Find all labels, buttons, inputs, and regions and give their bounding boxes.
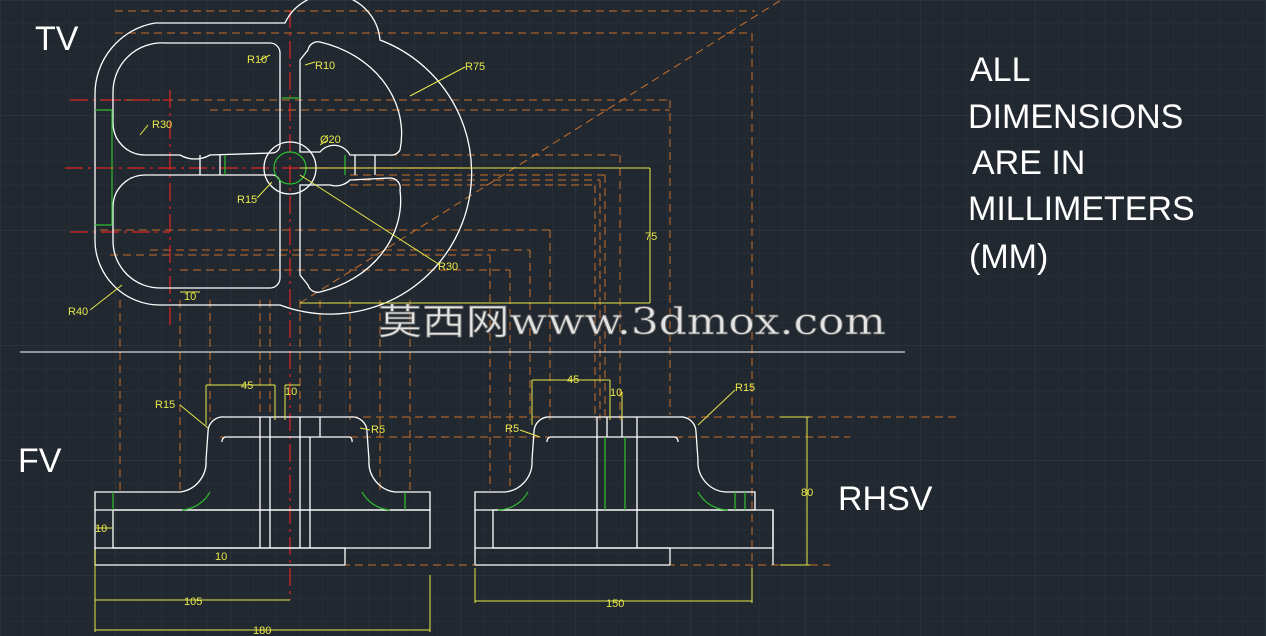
center-lines [65,10,470,600]
note-line-3: ARE IN [972,144,1085,182]
dim-sv-80: 80 [801,487,813,499]
dim-r30-b: R30 [438,261,458,273]
dim-r40: R40 [68,306,88,318]
dim-r15-top: R15 [237,194,257,206]
dim-10-top: 10 [184,291,196,303]
note-line-2: DIMENSIONS [968,98,1183,136]
dim-fv-10-base: 10 [215,551,227,563]
dim-d20: Ø20 [320,134,341,146]
dimension-lines [89,54,810,632]
front-view-hidden-lines [112,491,406,511]
dimension-labels: R10 R10 R75 R30 Ø20 R15 R30 R40 10 75 45… [68,54,813,636]
label-side-view: RHSV [838,480,933,518]
dim-fv-r15: R15 [155,399,175,411]
label-front-view: FV [18,442,62,480]
top-view [94,0,473,315]
side-view-hidden-lines [497,437,746,511]
dim-r75: R75 [465,61,485,73]
note-line-4: MILLIMETERS [968,190,1195,228]
dim-sv-150: 150 [606,598,624,610]
dimension-note: ALL DIMENSIONS ARE IN MILLIMETERS (MM) [968,51,1195,276]
dim-fv-r5: R5 [371,424,385,436]
dim-sv-r5: R5 [505,423,519,435]
dim-75: 75 [645,231,657,243]
dim-fv-105: 105 [184,596,202,608]
dim-fv-10-left: 10 [95,523,107,535]
note-line-1: ALL [970,51,1031,89]
dim-sv-r15: R15 [735,382,755,394]
dim-sv-45: 45 [567,374,579,386]
dim-r30-a: R30 [152,119,172,131]
dim-r10-a: R10 [247,54,267,66]
dim-fv-180: 180 [253,625,271,636]
dim-r10-b: R10 [315,60,335,72]
dim-sv-10: 10 [610,387,622,399]
dim-fv-45: 45 [241,380,253,392]
dim-fv-10: 10 [285,386,297,398]
note-line-5: (MM) [969,238,1048,276]
watermark-text: 莫西网www.3dmox.com [378,302,886,343]
label-top-view: TV [35,20,79,58]
side-view [474,416,774,566]
